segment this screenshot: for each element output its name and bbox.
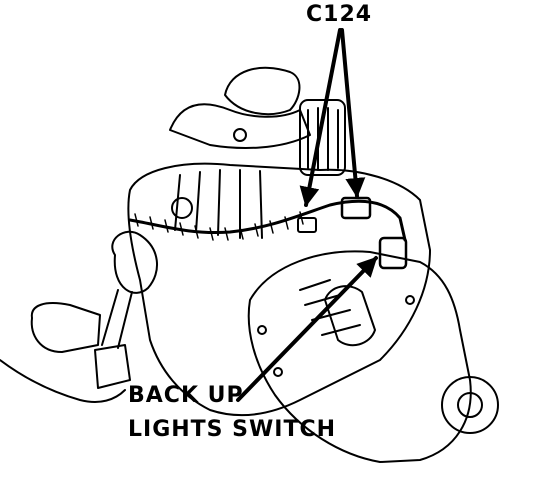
freeze-plug	[171, 197, 193, 219]
starter-solenoid	[94, 344, 131, 389]
intake-manifold-outline	[169, 103, 311, 149]
back-up-lights-switch	[378, 236, 408, 270]
output-flange	[441, 376, 499, 434]
distributor-cap	[299, 99, 346, 176]
starter-cable	[0, 359, 126, 403]
starter-motor	[30, 302, 101, 353]
block-cooling-fins	[174, 169, 263, 239]
c124-connector	[340, 196, 372, 220]
mount-bolt	[233, 128, 247, 142]
harness-clip	[297, 217, 317, 233]
c124-arrow-left	[299, 28, 342, 207]
output-flange-hub	[457, 392, 483, 418]
switch-label-line2: LIGHTS SWITCH	[128, 417, 337, 442]
c124-label: C124	[306, 2, 373, 27]
switch-arrow	[236, 256, 378, 402]
engine-block-outline	[127, 162, 431, 417]
wiring-harness	[128, 199, 407, 242]
transmission-ribs	[299, 279, 361, 336]
support-rod	[101, 289, 133, 349]
wiring-harness-wrap	[134, 211, 304, 241]
c124-arrow-right	[340, 28, 366, 198]
switch-label-line1: BACK UP	[128, 383, 244, 408]
harness-bracket-loop	[111, 230, 159, 294]
air-cleaner-outline	[224, 66, 301, 116]
bellhousing-bolts	[257, 295, 415, 377]
shift-lever-housing	[324, 285, 376, 347]
